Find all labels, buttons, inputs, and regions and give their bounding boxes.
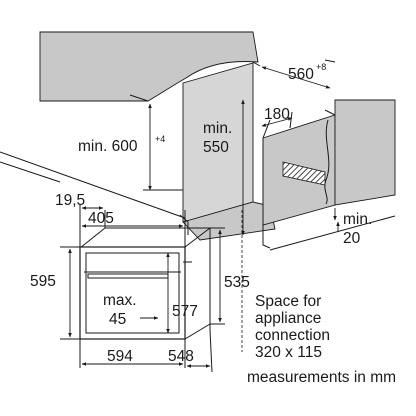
- dimension-180: [261, 111, 293, 139]
- label-560: 560: [288, 66, 314, 83]
- label-space-3: connection: [255, 327, 330, 344]
- dimension-595: [60, 246, 80, 340]
- label-405: 405: [88, 210, 114, 227]
- label-min-20-a: min.: [343, 211, 372, 228]
- dimension-560: [252, 59, 336, 89]
- label-space-2: appliance: [255, 310, 321, 327]
- label-560-tolerance: +8: [316, 62, 326, 72]
- label-594: 594: [107, 348, 133, 365]
- dimension-405: [81, 210, 186, 247]
- label-535: 535: [224, 274, 250, 291]
- label-min-550-b: 550: [203, 139, 229, 156]
- label-600-tolerance: +4: [155, 134, 165, 144]
- dimension-594: [79, 339, 186, 368]
- label-measurements: measurements in mm: [247, 369, 396, 386]
- dimension-20: [333, 208, 340, 232]
- dimension-548: [186, 329, 213, 373]
- label-max-45-b: 45: [109, 311, 126, 328]
- label-577: 577: [172, 303, 198, 320]
- label-19-5: 19,5: [55, 192, 85, 209]
- label-min-550-a: min.: [203, 120, 232, 137]
- label-548: 548: [168, 348, 194, 365]
- label-max-45-a: max.: [103, 292, 137, 309]
- label-space-4: 320 x 115: [255, 344, 322, 361]
- oven: [79, 227, 211, 340]
- rear-wall: [324, 99, 396, 206]
- label-min-20-b: 20: [343, 230, 361, 247]
- label-180: 180: [264, 106, 290, 123]
- label-space-1: Space for: [255, 293, 321, 310]
- label-595: 595: [30, 273, 56, 290]
- dimension-600: [143, 103, 183, 191]
- countertop: [39, 31, 259, 102]
- label-min-600: min. 600: [78, 138, 138, 155]
- floor-lines: [0, 151, 396, 251]
- dimension-535: [210, 227, 225, 325]
